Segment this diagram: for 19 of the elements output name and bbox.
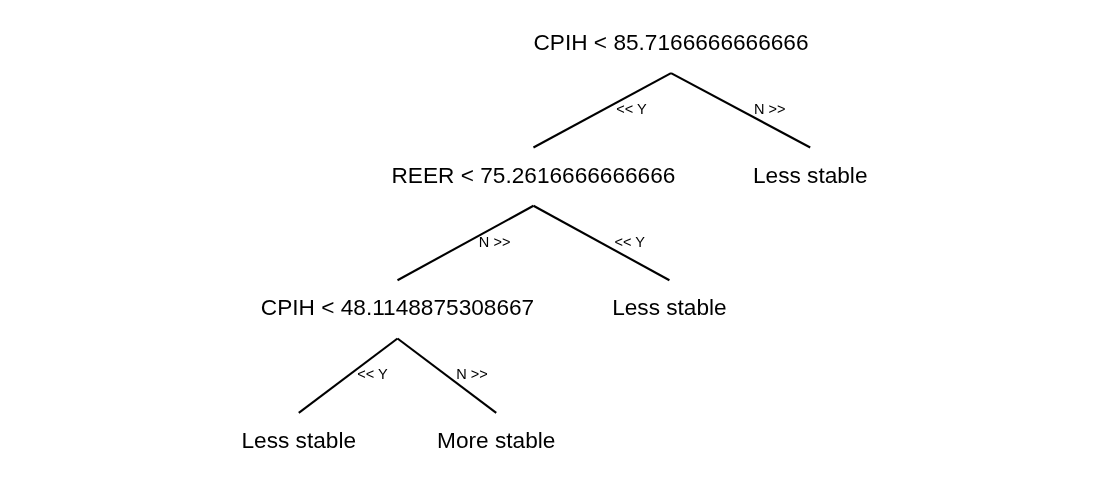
node-text: Less stable (612, 294, 727, 321)
node-text: REER < 75.2616666666666 (391, 161, 676, 188)
node-text: CPIH < 85.7166666666666 (533, 28, 809, 55)
node-text: Less stable (752, 161, 868, 188)
edge-label: << Y (614, 233, 645, 250)
node-text: CPIH < 48.1148875308667 (260, 294, 535, 321)
node-text: Less stable (241, 427, 357, 454)
connector (532, 72, 672, 149)
connector (670, 72, 811, 149)
connector (298, 337, 399, 414)
connector (532, 204, 670, 282)
edge-label: N >> (478, 233, 511, 250)
connector (397, 204, 534, 282)
edge-label: << Y (357, 366, 388, 383)
edge-label: << Y (616, 100, 647, 117)
edge-label: N >> (753, 100, 786, 117)
node-text: More stable (437, 427, 556, 454)
connector (396, 337, 497, 414)
edge-label: N >> (456, 366, 488, 383)
